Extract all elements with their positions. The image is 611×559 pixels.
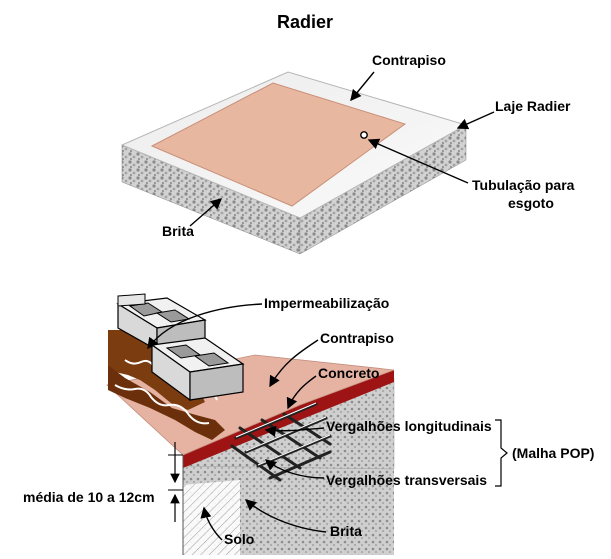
bottom-section <box>106 293 395 555</box>
leader-vergalhoes-long <box>264 425 325 437</box>
label-tubulacao-line1: Tubulação para <box>472 177 575 193</box>
leader-brita-bottom <box>244 499 327 533</box>
label-brita-bottom: Brita <box>330 523 362 539</box>
label-contrapiso-top: Contrapiso <box>372 52 446 68</box>
label-contrapiso-bottom: Contrapiso <box>320 330 394 346</box>
bottom-concrete-layer <box>183 370 394 468</box>
label-vergalhoes-long: Vergalhões longitudinais <box>326 418 492 434</box>
label-brita-top: Brita <box>162 223 194 239</box>
top-slab <box>120 71 468 255</box>
leader-vergalhoes-trans <box>264 459 325 479</box>
leader-impermeabilizacao <box>147 303 263 350</box>
title: Radier <box>277 12 333 32</box>
bottom-solo-face <box>183 480 240 555</box>
label-vergalhoes-trans: Vergalhões transversais <box>326 472 487 488</box>
label-media: média de 10 a 12cm <box>23 489 155 505</box>
leader-concreto <box>286 375 317 410</box>
leader-tubulacao <box>367 138 469 184</box>
malha-brace <box>495 419 508 487</box>
label-solo: Solo <box>224 531 254 547</box>
leader-laje-radier <box>456 111 495 130</box>
label-malha-pop: (Malha POP) <box>512 445 594 461</box>
leader-solo <box>200 506 223 541</box>
label-concreto: Concreto <box>318 365 379 381</box>
label-laje-radier: Laje Radier <box>495 98 571 114</box>
pipe-opening-icon <box>360 131 368 139</box>
impermeabilizacao-line-2 <box>114 384 210 425</box>
leader-contrapiso-top <box>350 71 375 102</box>
leader-brita-top <box>189 198 223 227</box>
label-tubulacao-line2: esgoto <box>508 195 554 211</box>
leader-contrapiso-bottom <box>269 339 319 388</box>
top-contrapiso-layer <box>150 82 407 207</box>
label-impermeabilizacao: Impermeabilização <box>264 295 389 311</box>
